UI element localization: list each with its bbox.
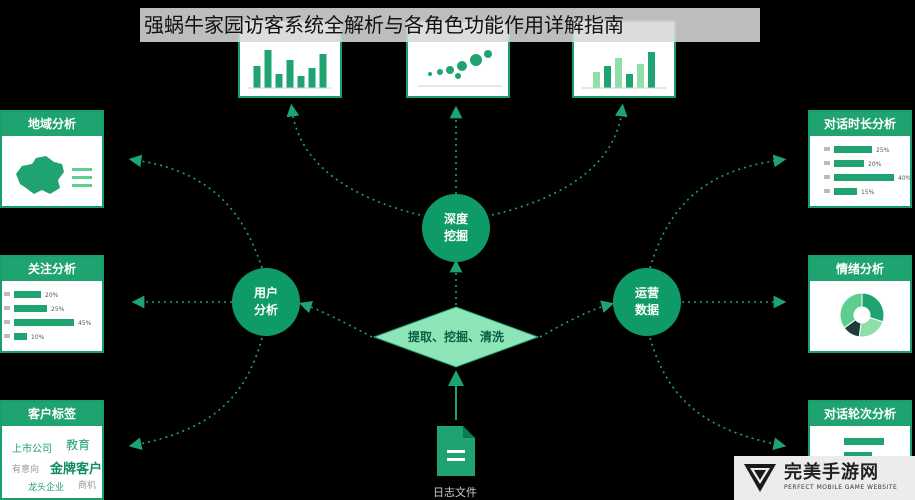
bar-label: 10%: [31, 334, 45, 341]
site-watermark: 完美手游网 PERFECT MOBILE GAME WEBSITE: [734, 456, 915, 500]
tag-opportunity: 商机: [78, 481, 97, 491]
panel-title: 客户标签: [2, 402, 102, 426]
bar: [14, 305, 47, 312]
bar-tick: [4, 320, 10, 324]
tag-intent: 有意向: [12, 465, 40, 475]
panel-region-analysis: 地域分析: [0, 110, 104, 208]
tag-gold-customer: 金牌客户: [50, 462, 103, 477]
bar: [834, 146, 872, 153]
bar: [615, 58, 622, 88]
panel-title: 关注分析: [2, 257, 102, 281]
panel-title: 地域分析: [2, 112, 102, 136]
bubble-point: [484, 50, 492, 58]
bar: [319, 54, 327, 88]
bar: [834, 188, 857, 195]
panel-title: 情绪分析: [810, 257, 910, 281]
panel-title: 对话时长分析: [810, 112, 910, 136]
bar: [286, 60, 294, 88]
panel-duration-analysis: 对话时长分析 25% 20% 40% 15%: [808, 110, 912, 208]
bar-label: 25%: [876, 147, 890, 154]
hub-deep-mining: 深度挖掘: [422, 194, 490, 262]
panel-customer-tags: 客户标签 上市公司 教育 有意向 金牌客户 龙头企业 商机: [0, 400, 104, 500]
site-logo-icon: [744, 464, 776, 492]
hub-user-analysis: 用户分析: [232, 268, 300, 336]
bar-tick: [824, 189, 830, 193]
bar: [264, 50, 272, 88]
bar: [14, 291, 41, 298]
bar-tick: [824, 147, 830, 151]
bar: [604, 66, 611, 88]
donut-slice: [858, 316, 884, 338]
process-label: 提取、挖掘、清洗: [407, 330, 504, 344]
bar: [593, 72, 600, 88]
watermark-sub: PERFECT MOBILE GAME WEBSITE: [784, 484, 898, 491]
donut-slice: [839, 292, 863, 329]
bubble-point: [470, 54, 482, 66]
bar: [834, 174, 894, 181]
bar-label: 25%: [51, 306, 65, 313]
panel-emotion-analysis: 情绪分析: [808, 255, 912, 353]
panel-follow-analysis: 关注分析 20% 25% 45% 10%: [0, 255, 104, 353]
process-diamond: 提取、挖掘、清洗: [372, 305, 540, 369]
donut-slice: [861, 292, 885, 323]
bubble-point: [428, 72, 432, 76]
bar-label: 45%: [78, 320, 92, 327]
bar: [253, 66, 261, 88]
bar: [14, 319, 74, 326]
tag-education: 教育: [66, 438, 91, 452]
bar: [275, 74, 283, 88]
bar: [648, 52, 655, 88]
bar-label: 15%: [861, 189, 875, 196]
bubble-point: [437, 69, 443, 75]
bubble-point: [457, 61, 467, 71]
watermark-main: 完美手游网: [784, 462, 879, 483]
bar: [297, 76, 305, 88]
hub-ops-data: 运营数据: [613, 268, 681, 336]
bar: [637, 64, 644, 88]
bar: [14, 333, 27, 340]
bubble-point: [455, 73, 461, 79]
bar: [308, 68, 316, 88]
panel-title: 对话轮次分析: [810, 402, 910, 426]
log-file-label: 日志文件: [433, 486, 477, 499]
tag-listed-company: 上市公司: [12, 444, 52, 455]
china-map-icon: [16, 156, 92, 194]
bubble-point: [446, 66, 454, 74]
log-file-icon: [437, 426, 475, 476]
bar-tick: [824, 175, 830, 179]
bar: [834, 160, 864, 167]
bar-tick: [4, 292, 10, 296]
bar: [626, 74, 633, 88]
bar-tick: [4, 306, 10, 310]
tag-leading-enterprise: 龙头企业: [28, 483, 65, 493]
bar-label: 40%: [898, 175, 912, 182]
bar-label: 20%: [45, 292, 59, 299]
bar-tick: [824, 161, 830, 165]
bar-label: 20%: [868, 161, 882, 168]
bar-tick: [4, 334, 10, 338]
page-title: 强蜗牛家园访客系统全解析与各角色功能作用详解指南: [140, 8, 760, 42]
